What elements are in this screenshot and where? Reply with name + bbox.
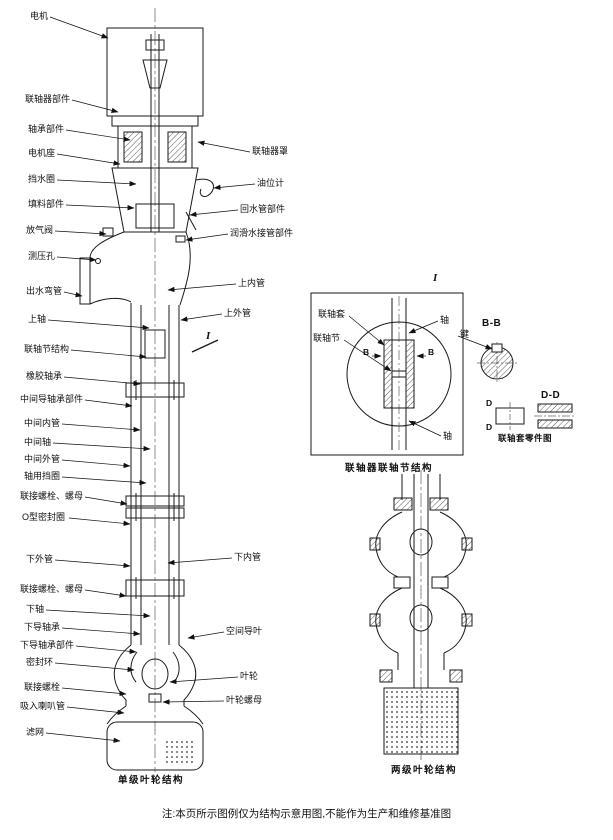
motor-seat bbox=[111, 167, 214, 243]
caption-coupling-detail: 联轴器联轴节结构 bbox=[345, 463, 434, 474]
part-label: 润滑水接管部件 bbox=[230, 228, 294, 238]
strainer bbox=[383, 687, 459, 755]
strainer bbox=[106, 721, 204, 771]
part-label: 密封环 bbox=[26, 657, 54, 667]
sleeve-part-drawing bbox=[495, 402, 525, 430]
part-label: 油位计 bbox=[257, 178, 285, 188]
section-marker-i-detail: I bbox=[433, 272, 438, 284]
coupling-assembly bbox=[111, 96, 199, 232]
detail-leader-lines bbox=[343, 315, 493, 437]
part-label: 下轴 bbox=[26, 604, 45, 614]
part-label: 电机座 bbox=[28, 148, 56, 158]
left-leader-lines bbox=[45, 16, 151, 743]
label-shaft-bottom: 轴 bbox=[443, 431, 453, 441]
page-note: 注:本页所示图例仅为结构示意用图,不能作为生产和维修基准图 bbox=[161, 808, 452, 820]
guide-vane bbox=[130, 651, 138, 683]
part-label: 吸入喇叭管 bbox=[20, 701, 66, 711]
part-label: 上内管 bbox=[238, 278, 266, 288]
caption-two-stage: 两级叶轮结构 bbox=[391, 765, 458, 776]
two-stage-drawing bbox=[369, 470, 473, 762]
part-label: 联接螺栓 bbox=[24, 682, 61, 692]
detail-circle bbox=[346, 321, 452, 427]
cut-letter-d-bottom: D bbox=[486, 422, 493, 432]
part-label: 测压孔 bbox=[28, 251, 56, 261]
part-label: 下导轴承 bbox=[24, 622, 61, 632]
main-pump-drawing bbox=[79, 8, 219, 772]
keyway bbox=[491, 343, 503, 353]
caption-single-stage: 单级叶轮结构 bbox=[118, 775, 185, 786]
guide-vane bbox=[172, 651, 180, 683]
column-pipes bbox=[125, 303, 185, 645]
section-i-cutline bbox=[191, 339, 219, 353]
label-key: 键 bbox=[460, 329, 470, 339]
coupling-sleeve-wall bbox=[383, 339, 393, 409]
part-label: 联轴节结构 bbox=[24, 344, 70, 354]
part-label: 滤网 bbox=[26, 727, 45, 737]
discharge-elbow bbox=[79, 227, 191, 306]
coupling-sleeve-wall bbox=[405, 339, 415, 409]
part-label: 下内管 bbox=[234, 552, 262, 562]
part-label: 中间内管 bbox=[24, 418, 61, 428]
section-dd-drawing bbox=[534, 403, 576, 429]
section-marker-i-main: I bbox=[206, 330, 211, 342]
cut-letter-d-top: D bbox=[486, 398, 493, 408]
part-label: 橡胶轴承 bbox=[26, 371, 63, 381]
shaft-coupling-joint bbox=[144, 329, 166, 359]
part-label: 联轴器罩 bbox=[252, 146, 289, 156]
impeller-nut bbox=[148, 693, 162, 703]
part-label: 联接螺栓、螺母 bbox=[20, 491, 84, 501]
cut-letter-b-right: B bbox=[428, 347, 435, 357]
part-label: O型密封圈 bbox=[22, 512, 66, 522]
vent-valve bbox=[102, 227, 114, 237]
pressure-tap-hole bbox=[95, 258, 101, 264]
label-coupling-joint: 联轴节 bbox=[313, 333, 341, 343]
part-label: 下外管 bbox=[26, 554, 54, 564]
right-leader-lines bbox=[162, 140, 256, 705]
caption-sleeve-part: 联轴套零件图 bbox=[498, 433, 553, 443]
part-label: 挡水圈 bbox=[28, 174, 56, 184]
impeller bbox=[141, 658, 169, 690]
coupling-detail-drawing bbox=[310, 292, 464, 456]
part-label: 叶轮螺母 bbox=[226, 695, 263, 705]
section-bb-title: B-B bbox=[482, 318, 502, 329]
part-label: 中间导轴承部件 bbox=[20, 394, 84, 404]
part-label: 叶轮 bbox=[240, 671, 259, 681]
section-dd-title: D-D bbox=[541, 390, 561, 401]
part-label: 中间轴 bbox=[24, 437, 52, 447]
section-bb-drawing bbox=[477, 342, 517, 384]
part-label: 上外管 bbox=[224, 308, 252, 318]
part-label: 上轴 bbox=[28, 314, 47, 324]
impeller bbox=[409, 604, 433, 632]
cut-letter-b-left: B bbox=[363, 347, 370, 357]
part-label: 轴承部件 bbox=[28, 124, 65, 134]
part-label: 回水管部件 bbox=[240, 204, 286, 214]
part-label: 放气阀 bbox=[26, 225, 54, 235]
part-label: 下导轴承部件 bbox=[20, 640, 75, 650]
part-label: 空间导叶 bbox=[226, 626, 263, 636]
oil-gauge-hook bbox=[195, 178, 214, 197]
suction-bell bbox=[106, 705, 204, 725]
part-label: 出水弯管 bbox=[26, 286, 63, 296]
part-label: 电机 bbox=[30, 11, 49, 21]
label-coupling-sleeve: 联轴套 bbox=[318, 309, 346, 319]
part-label: 联接螺栓、螺母 bbox=[20, 584, 84, 594]
label-shaft-top: 轴 bbox=[440, 315, 450, 325]
part-label: 联轴器部件 bbox=[25, 94, 71, 104]
part-label: 中间外管 bbox=[24, 454, 61, 464]
part-label: 轴用挡圈 bbox=[24, 471, 61, 481]
part-label: 填料部件 bbox=[28, 199, 65, 209]
impeller bbox=[409, 528, 433, 556]
